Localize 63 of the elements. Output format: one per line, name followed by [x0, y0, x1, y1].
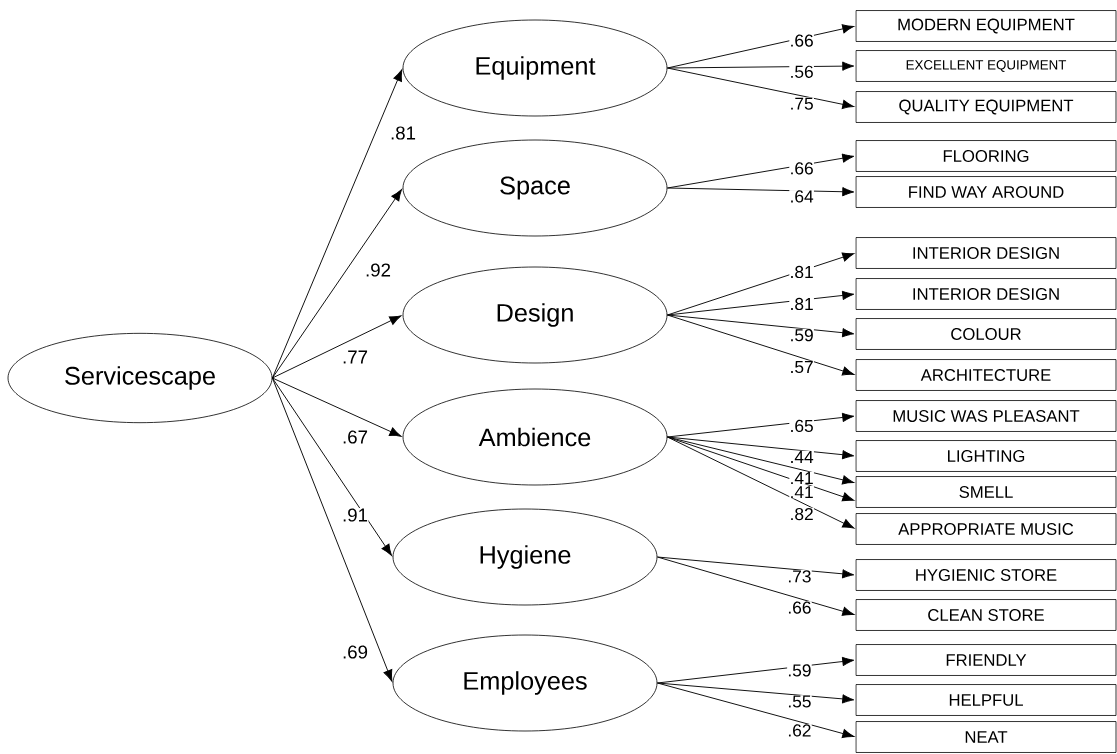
edge-label: .73: [788, 570, 811, 583]
edge-label: .82: [791, 507, 813, 521]
arrow: [271, 69, 403, 379]
edge-label: .66: [791, 162, 813, 175]
arrow: [656, 656, 855, 684]
arrow: [666, 67, 855, 109]
indicator-box: FIND WAY AROUND: [855, 176, 1117, 208]
edge-label: .56: [791, 65, 813, 78]
edge-label: .62: [788, 724, 811, 737]
arrow: [271, 189, 402, 379]
edge-label: .57: [791, 361, 813, 374]
edge-label: .59: [791, 329, 813, 342]
edge-label: .81: [791, 297, 813, 311]
indicator-box: INTERIOR DESIGN: [855, 237, 1117, 269]
indicator-box: HELPFUL: [855, 684, 1117, 716]
arrow: [666, 61, 855, 71]
indicator-box: QUALITY EQUIPMENT: [855, 91, 1117, 123]
indicator-box: FLOORING: [855, 140, 1117, 172]
arrow: [666, 436, 855, 529]
arrow: [666, 412, 855, 438]
edge-label: .75: [791, 97, 813, 110]
edge-label: .66: [791, 34, 813, 47]
edge-label: .55: [788, 695, 811, 708]
edge-label: .91: [343, 508, 368, 522]
arrow: [666, 436, 855, 460]
edge-label: .64: [791, 190, 814, 203]
indicator-box: CLEAN STORE: [855, 599, 1117, 631]
arrow: [271, 315, 402, 379]
arrow: [666, 187, 855, 197]
indicator-box: ARCHITECTURE: [855, 359, 1117, 391]
arrow: [666, 314, 855, 338]
arrow: [666, 314, 855, 376]
edge-label: .92: [366, 263, 391, 277]
arrow: [656, 682, 855, 739]
indicator-box: MODERN EQUIPMENT: [855, 10, 1117, 42]
edge-label: .81: [391, 126, 416, 140]
indicator-box: NEAT: [855, 721, 1117, 753]
arrow: [666, 290, 855, 316]
indicator-box: COLOUR: [855, 318, 1117, 350]
edge-label: .77: [343, 350, 368, 364]
arrow: [271, 377, 402, 437]
indicator-box: APPROPRIATE MUSIC: [855, 513, 1117, 545]
arrow: [656, 556, 855, 579]
indicator-box: MUSIC WAS PLEASANT: [855, 400, 1117, 432]
arrow: [656, 556, 855, 616]
indicator-box: FRIENDLY: [855, 644, 1117, 676]
edge-label: .66: [788, 601, 811, 614]
indicator-box: EXCELLENT EQUIPMENT: [855, 50, 1117, 82]
arrow: [271, 377, 393, 682]
indicator-box: SMELL: [855, 476, 1117, 508]
edge-label: .67: [343, 430, 368, 444]
edge-label: .44: [791, 451, 814, 463]
arrow: [656, 682, 855, 704]
edge-label: .69: [343, 645, 368, 659]
indicator-box: HYGIENIC STORE: [855, 559, 1117, 591]
indicator-box: INTERIOR DESIGN: [855, 278, 1117, 310]
edge-label: .65: [791, 419, 813, 433]
indicator-box: LIGHTING: [855, 440, 1117, 472]
edge-label: .41: [791, 486, 813, 499]
arrow: [271, 377, 392, 556]
edge-label: .41: [791, 472, 813, 484]
edge-label: .59: [788, 664, 811, 677]
edge-label: .81: [791, 265, 813, 279]
